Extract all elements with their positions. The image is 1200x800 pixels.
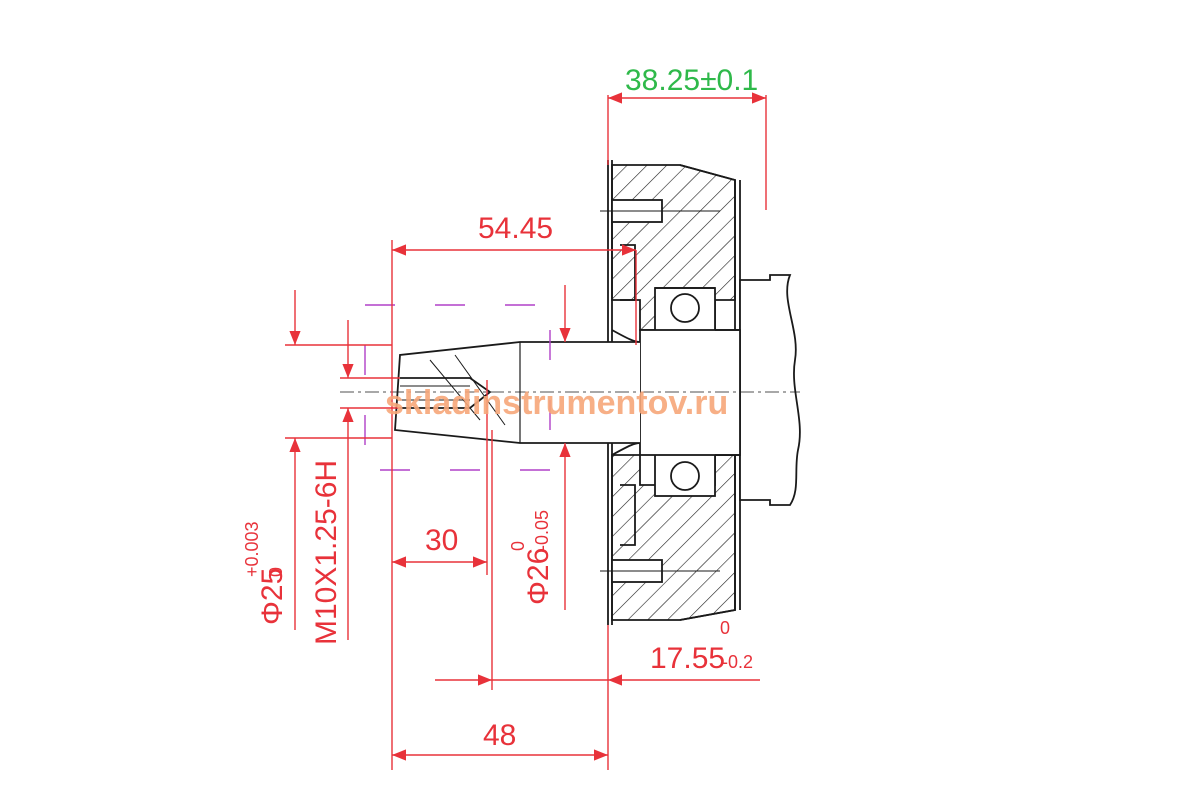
dim-shaft-length: 54.45 xyxy=(478,212,553,245)
svg-text:M10X1.25-6H: M10X1.25-6H xyxy=(310,460,343,645)
output-shaft xyxy=(340,329,800,456)
dim-key-diameter: Φ26 0 -0.05 xyxy=(508,510,555,605)
svg-text:0: 0 xyxy=(720,618,730,638)
svg-text:Φ25: Φ25 xyxy=(256,568,289,625)
shaft-outline-box xyxy=(364,304,551,471)
dim-thread-depth: 30 xyxy=(425,524,458,557)
svg-text:-0.05: -0.05 xyxy=(532,510,552,551)
svg-text:-0.2: -0.2 xyxy=(722,652,753,672)
svg-text:0: 0 xyxy=(266,567,286,577)
crankshaft-block xyxy=(739,274,801,506)
bearing-upper xyxy=(654,287,716,333)
dim-base-length: 48 xyxy=(483,719,516,752)
dim-flange-offset: 17.55 0 -0.2 xyxy=(650,618,753,675)
shaft-inner xyxy=(639,329,741,456)
dim-thread-spec: M10X1.25-6H xyxy=(310,460,343,645)
bearing-lower xyxy=(654,451,716,497)
svg-text:0: 0 xyxy=(508,541,528,551)
watermark: skladinstrumentov.ru xyxy=(385,384,728,422)
svg-text:+0.003: +0.003 xyxy=(242,521,262,577)
engine-housing xyxy=(600,160,801,625)
dim-overall-flange: 38.25±0.1 xyxy=(625,64,758,97)
shaft-body xyxy=(394,341,640,444)
svg-text:Φ26: Φ26 xyxy=(522,548,555,605)
svg-text:17.55: 17.55 xyxy=(650,642,725,675)
dimension-lines xyxy=(285,92,767,770)
dim-shaft-diameter: Φ25 +0.003 0 xyxy=(242,521,289,625)
